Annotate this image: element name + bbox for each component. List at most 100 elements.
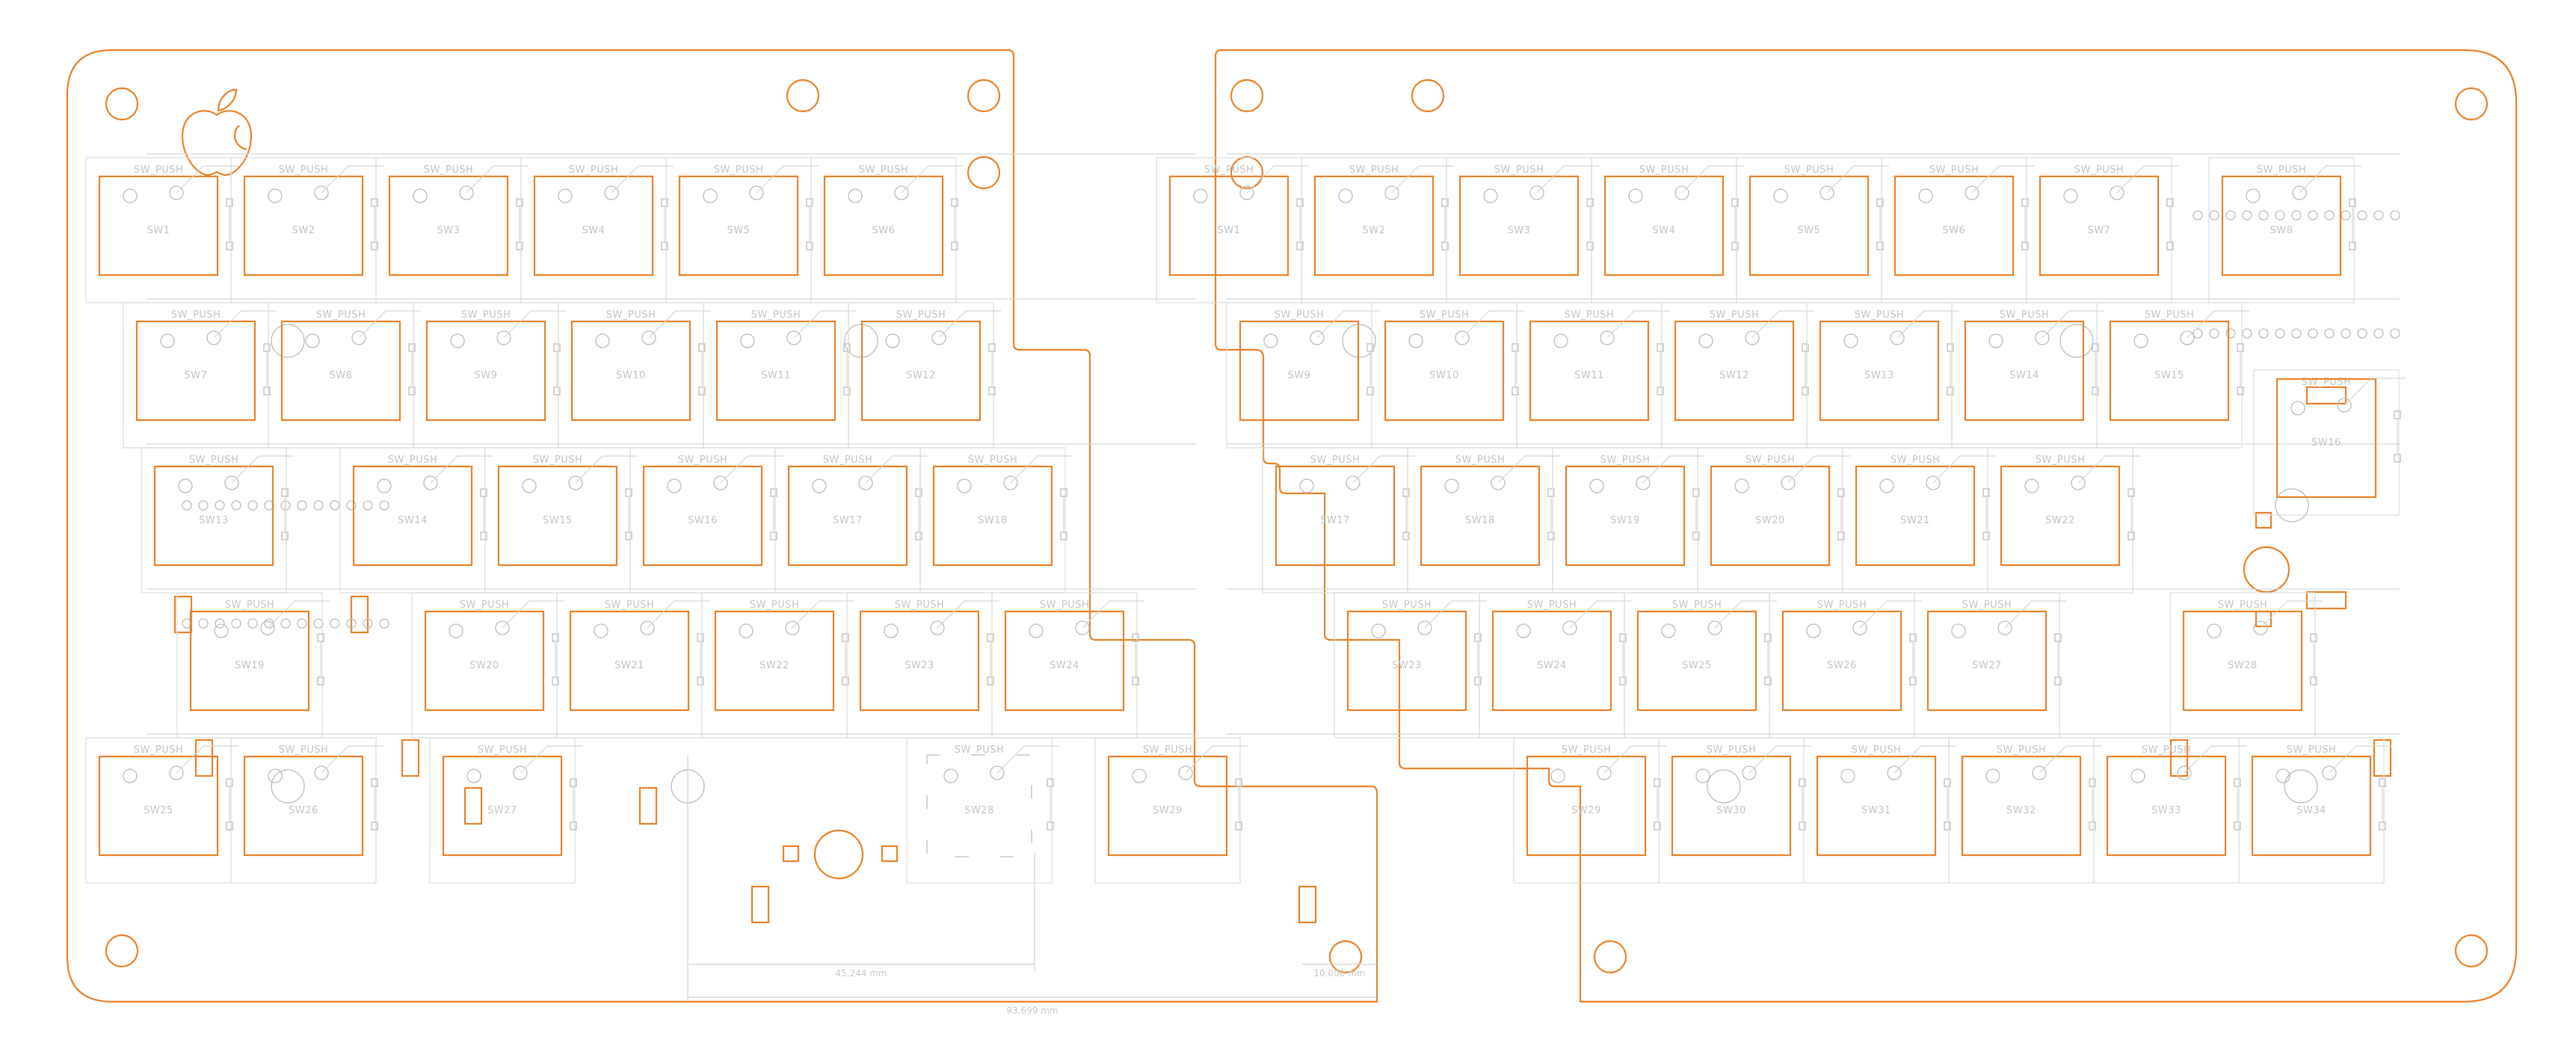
- footprint-label: SW_PUSH: [2257, 164, 2307, 176]
- switch-body: [1926, 610, 2047, 712]
- switch-pin: [214, 623, 229, 638]
- header-pad: [2275, 210, 2285, 221]
- diode-pad: [1876, 198, 1884, 207]
- stabilizer-hole: [271, 324, 305, 358]
- switch-ref-label: SW14: [2009, 370, 2039, 381]
- switch-ref-label: SW26: [289, 805, 318, 816]
- footprint-label: SW_PUSH: [279, 164, 329, 176]
- switch-body: [1239, 320, 1360, 422]
- switch-pin: [413, 188, 428, 203]
- switch-pin: [640, 620, 655, 635]
- diode-pad: [570, 778, 577, 787]
- switch-ref-label: SW11: [761, 370, 791, 381]
- header-pad: [280, 500, 291, 511]
- diode-pad: [1982, 531, 1990, 540]
- signal-trace: [520, 745, 582, 774]
- signal-trace: [1010, 455, 1073, 484]
- diode-pad: [2054, 633, 2062, 642]
- right-switch-footprints: SW_PUSHSW1SW_PUSHSW2SW_PUSHSW3SW_PUSHSW4…: [1156, 157, 2406, 884]
- signal-trace: [1642, 455, 1705, 484]
- switch-pin: [1734, 478, 1749, 493]
- header-pad: [2291, 328, 2302, 339]
- header-pad: [2291, 210, 2302, 221]
- footprint-label: SW_PUSH: [461, 309, 511, 321]
- footprint-label: SW_PUSH: [895, 600, 945, 611]
- footprint-label: SW_PUSH: [134, 745, 184, 756]
- diode-pad: [2089, 822, 2096, 830]
- switch-pin: [931, 330, 946, 345]
- diode-pad: [1547, 531, 1555, 540]
- diode-pad: [2089, 778, 2096, 787]
- header-pad: [198, 500, 209, 511]
- footprint-label: SW_PUSH: [678, 454, 728, 466]
- switch-pin: [2032, 765, 2047, 780]
- switch-pin: [641, 330, 656, 345]
- switch-ref-label: SW2: [1363, 225, 1386, 236]
- switch-body: [1781, 610, 1902, 712]
- stabilizer-hole: [2275, 488, 2309, 523]
- footprint-label: SW_PUSH: [1672, 600, 1722, 611]
- switch-pin: [2071, 475, 2086, 490]
- switch-pin: [495, 620, 510, 635]
- switch-pin: [351, 330, 366, 345]
- left-stabilizer-pads: [173, 595, 658, 825]
- diode-pad: [281, 488, 289, 497]
- switch-pin: [2290, 401, 2305, 416]
- diode-pad: [1799, 822, 1806, 830]
- switch-body: [1671, 755, 1792, 857]
- signal-trace: [648, 310, 711, 339]
- footprint-label: SW_PUSH: [1784, 164, 1834, 176]
- switch-pin: [1455, 330, 1470, 345]
- switch-pin: [1965, 185, 1979, 200]
- signal-trace: [1787, 455, 1850, 484]
- footprint-label: SW_PUSH: [1204, 164, 1254, 176]
- header-pad: [231, 618, 241, 629]
- header-pad: [313, 618, 324, 629]
- switch-pin: [169, 185, 184, 200]
- left-rotary-encoder: [751, 829, 1317, 924]
- diode-pad: [661, 241, 668, 250]
- switch-pin: [1589, 478, 1604, 493]
- switch-body: [1565, 465, 1686, 567]
- diode-pad: [1402, 488, 1410, 497]
- diode-pad: [2234, 778, 2241, 787]
- switch-pin: [459, 185, 474, 200]
- diode-pad: [1982, 488, 1990, 497]
- footprint-label: SW_PUSH: [1710, 309, 1760, 321]
- diode-pad: [842, 633, 849, 642]
- footprint-label: SW_PUSH: [460, 600, 510, 611]
- diode-pad: [698, 343, 706, 352]
- header-pad: [2242, 328, 2252, 339]
- switch-pin: [206, 330, 221, 345]
- switch-pin: [943, 768, 958, 783]
- diode-pad: [697, 633, 704, 642]
- switch-pin: [594, 623, 608, 638]
- switch-pin: [786, 330, 801, 345]
- switch-pin: [1338, 188, 1353, 203]
- footprint-label: SW_PUSH: [1494, 164, 1544, 176]
- footprint-label: SW_PUSH: [478, 745, 528, 756]
- diode-pad: [987, 633, 994, 642]
- diode-pad: [2127, 488, 2135, 497]
- footprint-label: SW_PUSH: [606, 309, 656, 321]
- footprint-label: SW_PUSH: [896, 309, 946, 321]
- switch-body: [352, 465, 473, 567]
- diode-pad: [317, 633, 324, 642]
- diode-pad: [987, 677, 994, 685]
- key-cell: [1987, 447, 2133, 594]
- right-board-outline: [1214, 49, 2518, 1003]
- signal-trace: [2184, 745, 2246, 774]
- switch-ref-label: SW20: [1755, 515, 1785, 526]
- switch-ref-label: SW25: [1682, 660, 1712, 671]
- header-pad: [2193, 210, 2203, 221]
- switch-pin: [1745, 330, 1760, 345]
- diode-pad: [1692, 488, 1700, 497]
